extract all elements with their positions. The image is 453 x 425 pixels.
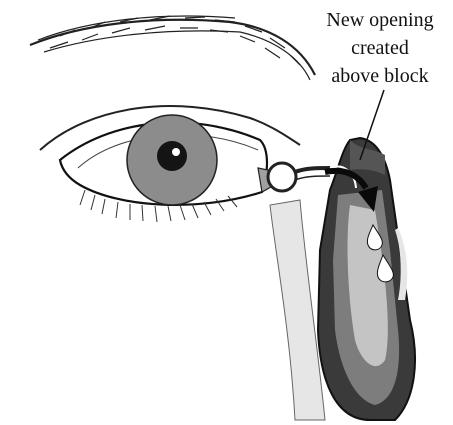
annotation-line-1: New opening: [305, 8, 453, 32]
lacrimal-canal-ring: [268, 163, 330, 191]
eyebrow: [30, 16, 315, 80]
annotation-line-2: created: [305, 36, 453, 60]
annotation-line-3: above block: [305, 64, 453, 88]
eye: [40, 106, 300, 222]
pupil: [157, 141, 187, 171]
